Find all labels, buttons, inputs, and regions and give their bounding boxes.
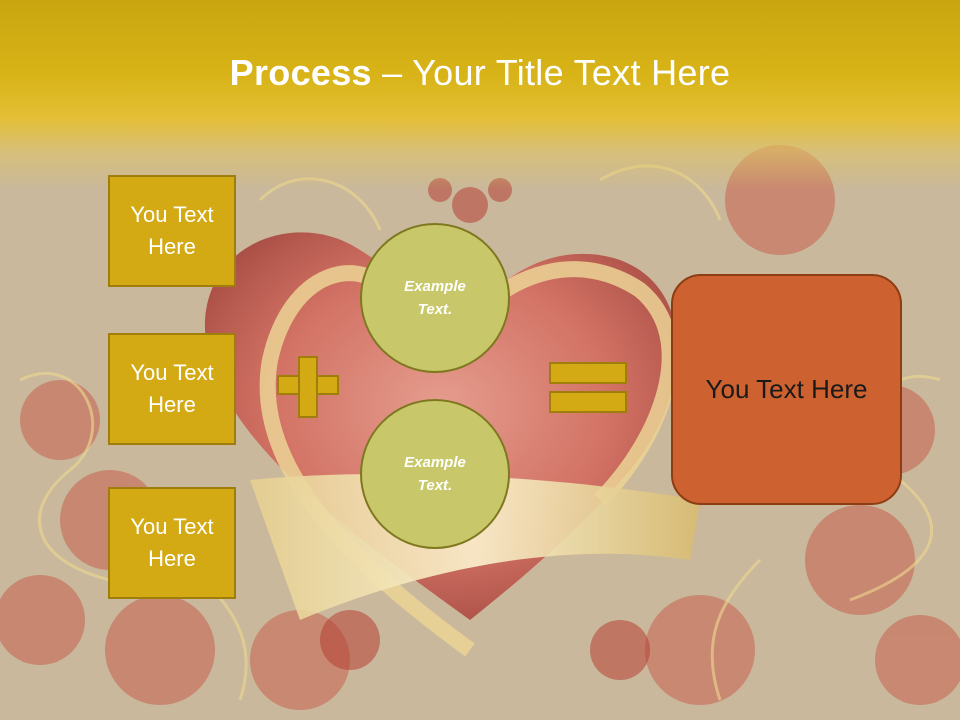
result-box-label: You Text Here: [705, 374, 868, 404]
result-box[interactable]: You Text Here: [671, 274, 902, 505]
text-box-2-line1: You Text: [130, 360, 214, 385]
header-band: [0, 0, 960, 190]
circle-1-line2: Text.: [417, 301, 453, 318]
text-box-1-line2: Here: [148, 234, 196, 259]
text-box-3-line1: You Text: [130, 514, 214, 539]
title-bold: Process: [229, 52, 372, 93]
title-rest: – Your Title Text Here: [371, 52, 731, 93]
slide-title[interactable]: Process – Your Title Text Here: [0, 52, 960, 94]
circle-1-line1: Example: [404, 278, 466, 295]
circle-2-line2: Text.: [417, 477, 453, 494]
circle-2-line1: Example: [404, 454, 466, 471]
text-box-3-line2: Here: [148, 546, 196, 571]
text-box-2-line2: Here: [148, 392, 196, 417]
text-box-1-line1: You Text: [130, 202, 214, 227]
